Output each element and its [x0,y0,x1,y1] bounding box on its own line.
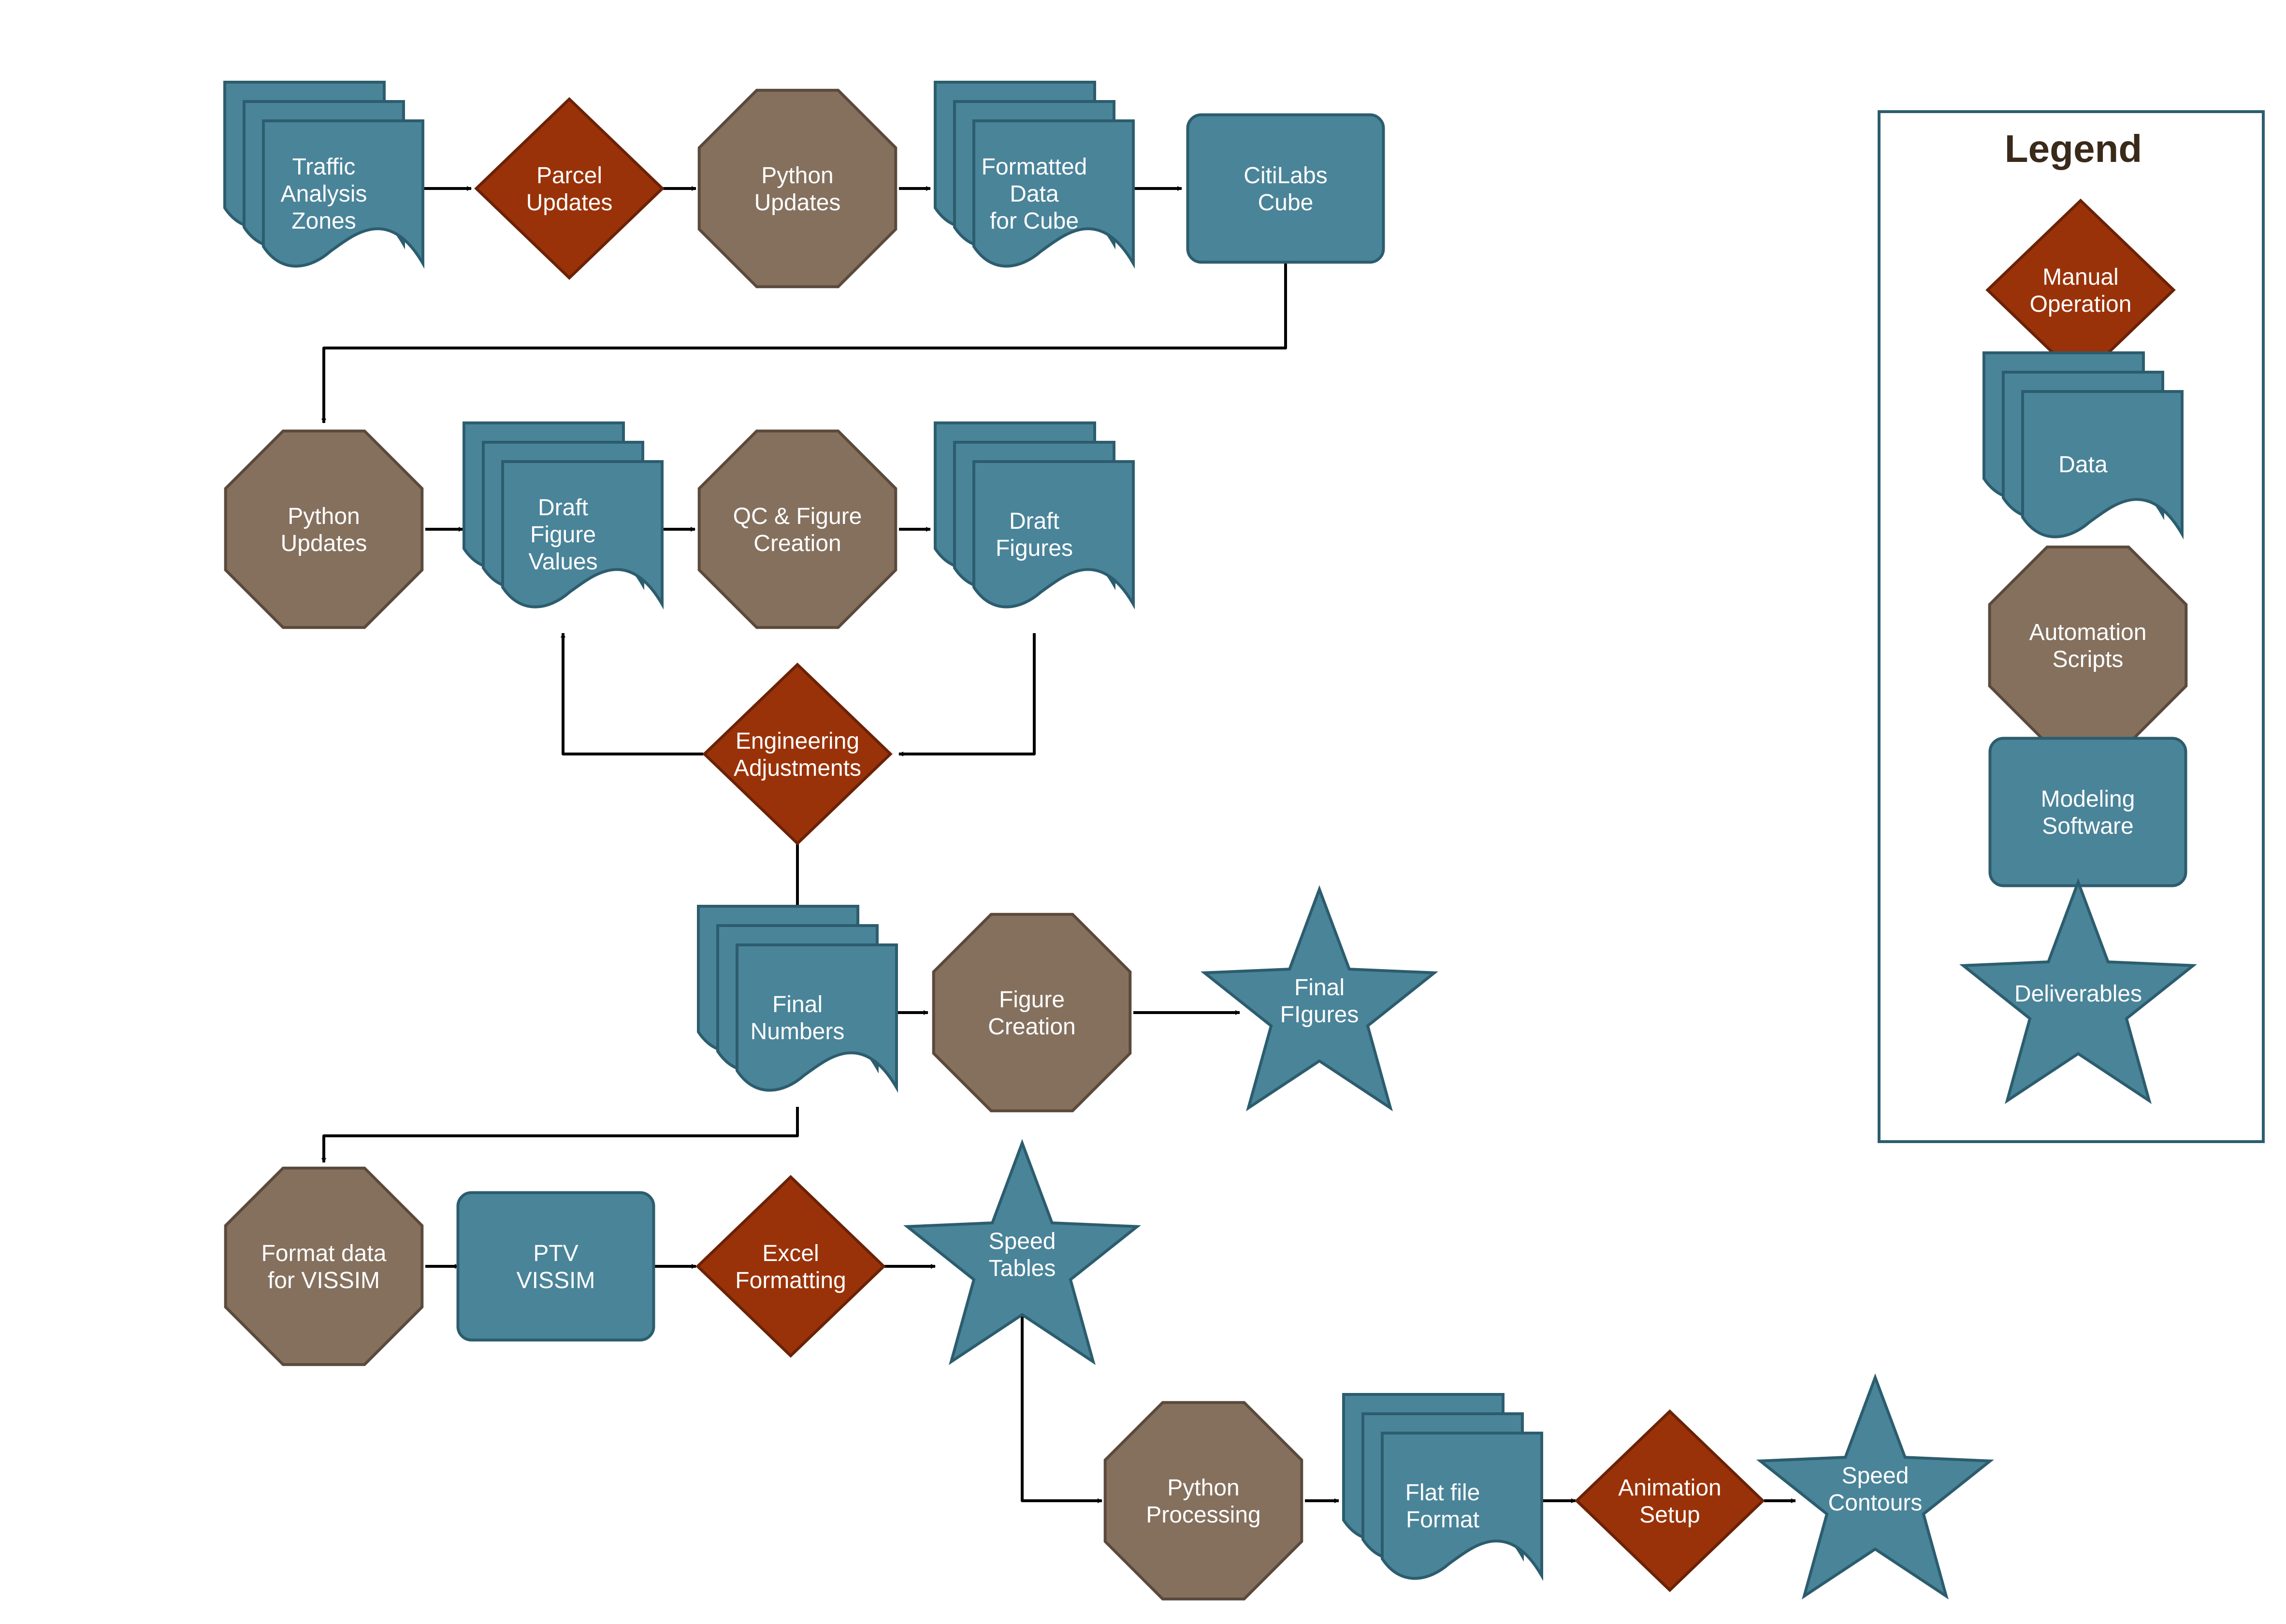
rounded-rect-shape [1988,737,2187,887]
octagon-shape [697,429,897,629]
document-sheet [262,119,424,269]
edge-finalnums-to-fmtvissim [321,1107,799,1163]
star-shape [1756,1373,1994,1600]
diamond-shape [702,662,893,846]
octagon-shape [224,1166,424,1366]
node-label: Data [2058,452,2108,478]
diamond-shape [474,97,665,280]
document-sheet [972,460,1135,610]
node-label: Deliverables [2014,981,2142,1007]
edge-eng-to-draftvals [561,633,703,755]
octagon-shape [1103,1401,1303,1601]
edge-cube-to-py2 [321,263,1287,423]
diamond-shape [1575,1409,1765,1593]
legend-item-deliverable: Deliverables [1959,878,2197,1104]
diamond-shape [695,1174,886,1358]
rounded-rect-shape [1186,113,1385,264]
star-shape [1959,878,2197,1104]
octagon-shape [1988,545,2188,745]
legend-title: Legend [2005,127,2142,170]
octagon-shape [224,429,424,629]
document-sheet [972,119,1135,269]
edge-draftfigs-to-eng [898,633,1036,756]
rounded-rect-shape [456,1191,655,1342]
document-sheet [736,943,898,1093]
document-sheet [501,460,664,610]
star-shape [903,1139,1141,1365]
edge-speedtables-to-pyproc [1021,1315,1102,1503]
star-shape [1201,885,1438,1112]
octagon-shape [932,913,1132,1113]
octagon-shape [697,88,897,289]
edges-layer [321,186,1796,1503]
legend-item-data: Data [1982,351,2184,540]
document-sheet [2021,390,2184,540]
document-sheet [1381,1432,1543,1581]
